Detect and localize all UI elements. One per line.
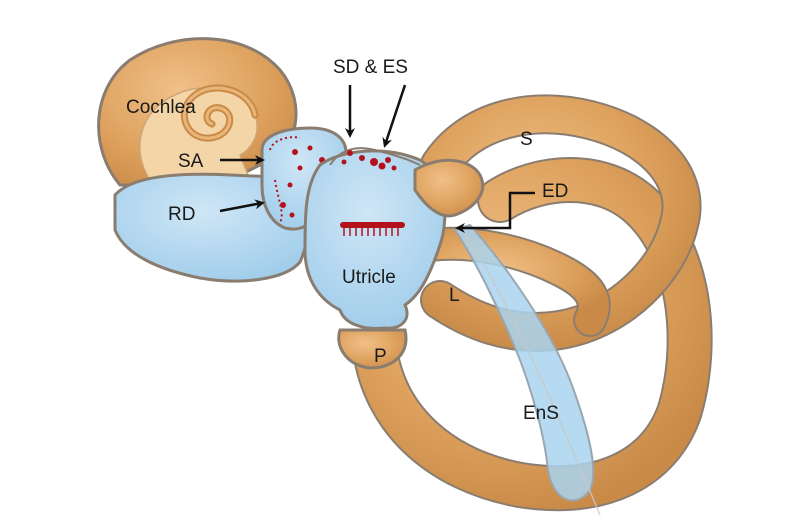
arrow-es	[382, 84, 407, 148]
label-sa: SA	[178, 151, 204, 172]
label-utricle: Utricle	[342, 267, 396, 288]
label-ens: EnS	[523, 403, 559, 424]
lateral-ampulla	[413, 158, 484, 218]
utricle-chamber	[303, 147, 447, 330]
arrow-ed	[455, 191, 535, 233]
posterior-ampulla	[337, 328, 408, 370]
label-sd-es: SD & ES	[333, 57, 408, 78]
label-p: P	[374, 346, 387, 367]
label-cochlea: Cochlea	[126, 97, 196, 118]
label-ed: ED	[542, 181, 568, 202]
arrow-rd	[219, 199, 265, 213]
label-s: S	[520, 129, 533, 150]
label-rd: RD	[168, 204, 195, 225]
posterior-canal	[352, 157, 713, 512]
arrows	[219, 84, 535, 233]
label-l: L	[449, 285, 460, 306]
endolymphatic-sac	[453, 223, 601, 516]
